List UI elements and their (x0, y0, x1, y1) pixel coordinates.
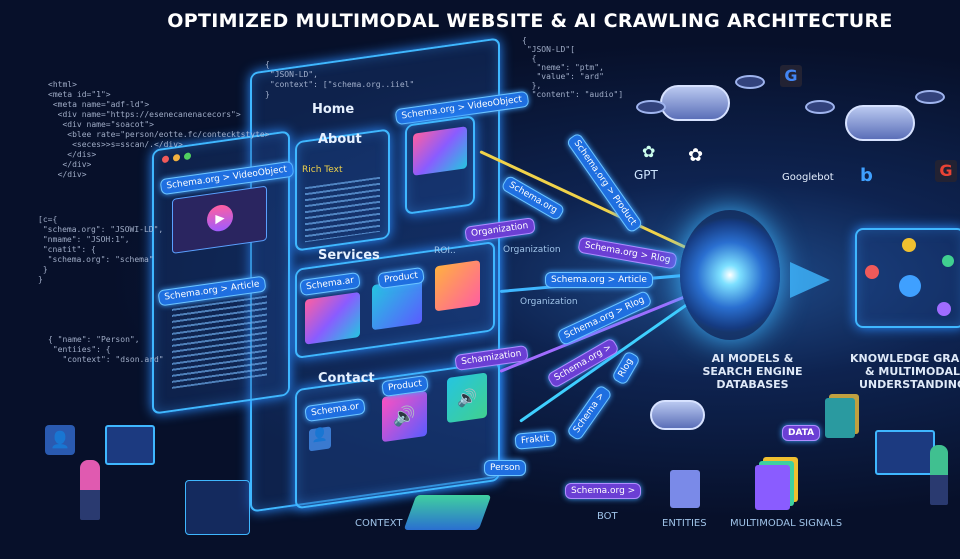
ai-processing-core (680, 210, 780, 340)
stream-label: Schema.org > Article (545, 272, 653, 288)
laptop-icon (105, 425, 155, 465)
rotor-icon (805, 100, 835, 114)
stream-label: Schema.org > (565, 483, 642, 499)
data-tag: DATA (782, 425, 821, 441)
google-icon: G (780, 65, 802, 87)
code-window (185, 480, 250, 535)
stream-label: Person (484, 460, 527, 476)
graph-node (942, 255, 954, 267)
organization-label: Organization (520, 297, 578, 307)
audio-icon: 🔊 (382, 390, 427, 443)
multimodal-signals-label: MULTIMODAL SIGNALS (730, 518, 843, 529)
context-document (403, 495, 492, 530)
context-label: CONTEXT (355, 518, 403, 529)
laptop-icon (875, 430, 935, 475)
googlebot-label: Googlebot (782, 172, 834, 183)
data-document-icon (825, 398, 855, 438)
video-player[interactable]: ▶ (172, 185, 267, 254)
home-label: Home (312, 102, 355, 117)
openai-icon: ✿ (688, 145, 704, 166)
gpt-label: GPT (634, 168, 658, 182)
graph-node (902, 238, 916, 252)
bot-drone-icon (650, 400, 705, 430)
article-text (172, 295, 267, 389)
organization-label: Organization (503, 245, 561, 255)
bot-label: BOT (597, 511, 618, 522)
bing-icon: b (860, 165, 873, 186)
openai-icon: ✿ (642, 142, 656, 161)
person-code-snippet: { "name": "Person", "entiies": { "contex… (48, 335, 164, 364)
play-icon[interactable]: ▶ (207, 203, 233, 233)
image-card (405, 115, 475, 215)
rich-text-label: Rich Text (302, 165, 343, 175)
entities-label: ENTITIES (662, 518, 707, 529)
entities-document-icon (670, 470, 700, 508)
graph-node (937, 302, 951, 316)
multimodal-signals-icon (755, 465, 790, 510)
rotor-icon (735, 75, 765, 89)
user-profile-icon: 👤 (45, 425, 75, 455)
person-figure (930, 445, 948, 505)
arrow-icon (790, 262, 830, 298)
contact-label: Contact (318, 371, 375, 386)
roi-label: ROI.. (434, 246, 456, 256)
knowledge-graph-panel (855, 228, 960, 328)
rotor-icon (915, 90, 945, 104)
html-code-snippet: <html> <meta id="1"> <meta name="adf-ld"… (48, 80, 270, 179)
services-label: Services (318, 248, 380, 263)
image-icon (413, 126, 467, 176)
jsonld-code-snippet: [c={ "schema.org": "JSOWI-LD", "nmame": … (38, 215, 164, 284)
rich-text-lines (305, 176, 380, 243)
page-title: OPTIMIZED MULTIMODAL WEBSITE & AI CRAWLI… (167, 10, 893, 32)
image-icon (305, 291, 360, 345)
gpt-drone-icon (660, 85, 730, 121)
audio-icon: 🔊 (447, 372, 487, 424)
googlebot-drone-icon (845, 105, 915, 141)
knowledge-graph-caption: KNOWLEDGE GRAPH & MULTIMODAL UNDERSTANDI… (850, 352, 960, 391)
person-icon: 👤 (309, 426, 331, 452)
google-icon: G (935, 160, 957, 182)
audio-code-snippet: { "JSON-LD"[ { "neme": "ptm", "value": "… (522, 36, 624, 99)
about-label: About (318, 132, 362, 147)
ai-models-caption: AI MODELS & SEARCH ENGINE DATABASES (702, 352, 803, 391)
top-code-snippet: { "JSON-LD", "context": ["schema.org..ii… (265, 60, 415, 99)
person-figure (80, 460, 100, 520)
graph-node (899, 275, 921, 297)
rotor-icon (636, 100, 666, 114)
video-icon[interactable] (435, 260, 480, 312)
graph-node (865, 265, 879, 279)
